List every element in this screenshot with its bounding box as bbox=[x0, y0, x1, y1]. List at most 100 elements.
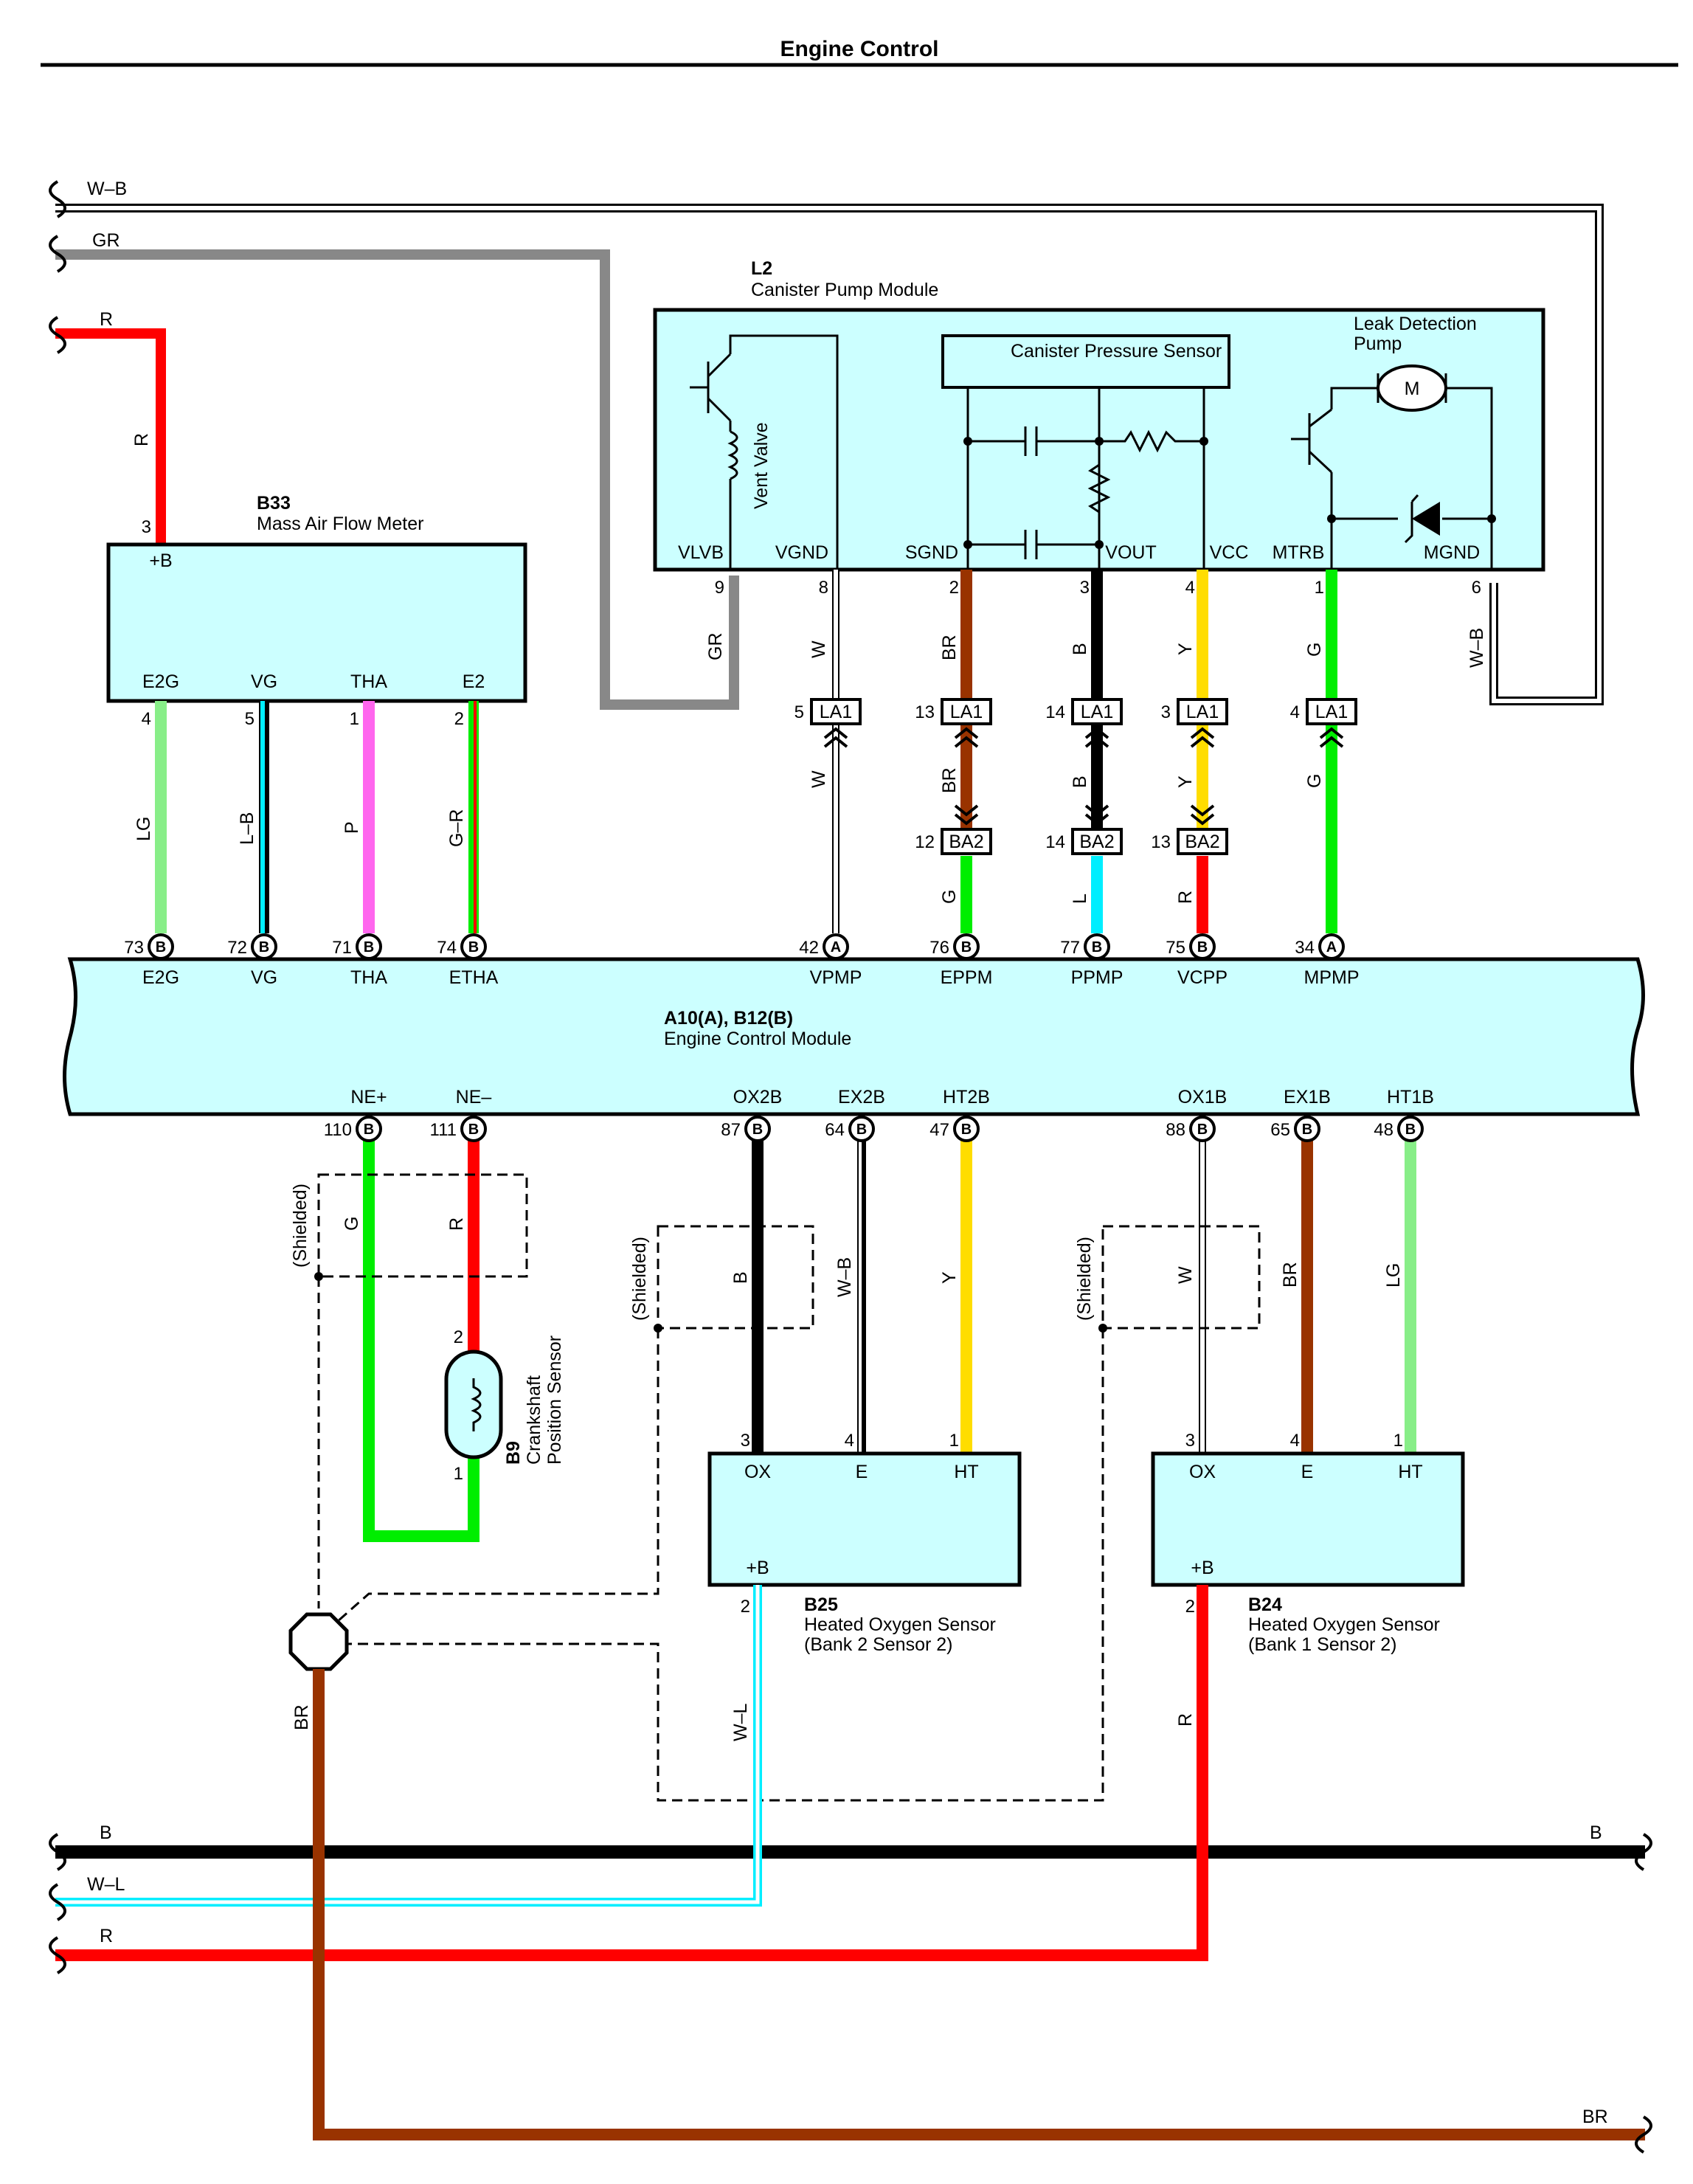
b24-pin-3: 3 bbox=[1185, 1431, 1195, 1451]
wire-label-wb-top: W–B bbox=[87, 179, 127, 199]
svg-text:110: 110 bbox=[324, 1120, 352, 1140]
svg-text:48: 48 bbox=[1374, 1120, 1393, 1140]
svg-text:34: 34 bbox=[1295, 938, 1315, 958]
svg-text:OX2B: OX2B bbox=[733, 1087, 783, 1107]
b24-pin-4: 4 bbox=[1290, 1431, 1300, 1451]
b33-pin-4: 4 bbox=[142, 709, 151, 729]
shield-junction-dots bbox=[314, 1272, 1107, 1333]
b33-pin-5: 5 bbox=[245, 709, 255, 729]
shield-boxes bbox=[317, 1173, 1261, 1802]
bus-break-symbols-bottom bbox=[49, 1833, 1652, 2154]
wire-label-w-ox1b: W bbox=[1175, 1266, 1196, 1284]
l2-term-mgnd: MGND bbox=[1424, 542, 1480, 563]
la1-box-3 bbox=[1071, 698, 1123, 725]
b9-pin-2: 2 bbox=[454, 1327, 463, 1347]
b25-pin-2: 2 bbox=[741, 1597, 750, 1617]
wire-label-b-2: B bbox=[1070, 775, 1090, 788]
svg-text:42: 42 bbox=[799, 938, 819, 958]
wire-label-r-top: R bbox=[100, 309, 113, 330]
b33-term-e2g: E2G bbox=[142, 671, 179, 692]
wire-lb-vg bbox=[259, 701, 269, 933]
svg-text:76: 76 bbox=[929, 938, 949, 958]
b25-id: B25 bbox=[804, 1594, 838, 1615]
svg-text:THA: THA bbox=[350, 967, 387, 988]
ba2-pin-12: 12 bbox=[915, 832, 935, 852]
b33-box bbox=[106, 542, 527, 703]
ecm-pin-72: B 72 VG bbox=[227, 933, 277, 988]
l2-pin-6: 6 bbox=[1472, 578, 1481, 598]
l2-term-vout: VOUT bbox=[1105, 542, 1156, 563]
wire-label-w-2: W bbox=[809, 770, 829, 788]
b24-name: Heated Oxygen Sensor bbox=[1248, 1614, 1440, 1635]
ecm-name: Engine Control Module bbox=[664, 1029, 851, 1049]
ba2-label-3: BA2 bbox=[1185, 832, 1219, 852]
svg-text:64: 64 bbox=[825, 1120, 845, 1140]
b24-term-ht: HT bbox=[1398, 1462, 1422, 1482]
motor-symbol bbox=[1377, 364, 1447, 412]
la1-pin-5: 5 bbox=[794, 702, 804, 722]
wire-label-lb-maf: L–B bbox=[237, 812, 257, 845]
ba2-box-3 bbox=[1177, 828, 1228, 855]
ecm-pin-34: A 34 MPMP bbox=[1295, 933, 1360, 988]
shielded-label-1: (Shielded) bbox=[290, 1183, 311, 1268]
svg-text:65: 65 bbox=[1270, 1120, 1290, 1140]
b33-term-plusb: +B bbox=[149, 550, 172, 571]
b25-pin-1: 1 bbox=[949, 1431, 959, 1451]
wire-label-p-maf: P bbox=[342, 821, 362, 834]
svg-text:HT2B: HT2B bbox=[943, 1087, 990, 1107]
ecm-pin-48: B 48 HT1B bbox=[1374, 1087, 1434, 1142]
b24-pin-2: 2 bbox=[1185, 1597, 1195, 1617]
wire-label-br-bus: BR bbox=[1582, 2107, 1608, 2127]
la1-label-5: LA1 bbox=[1315, 702, 1348, 722]
svg-text:EPPM: EPPM bbox=[941, 967, 993, 988]
page-title: Engine Control bbox=[780, 37, 939, 61]
la1-label-3: LA1 bbox=[1081, 702, 1113, 722]
l2-term-vcc: VCC bbox=[1210, 542, 1249, 563]
b9-sensor-body bbox=[444, 1350, 503, 1459]
wire-wb-ex2b bbox=[857, 1140, 866, 1454]
b24-term-e: E bbox=[1301, 1462, 1314, 1482]
ecm-pin-71: B 71 THA bbox=[332, 933, 387, 988]
l2-pin-3: 3 bbox=[1080, 578, 1090, 598]
wire-label-b-ox2b: B bbox=[730, 1271, 751, 1284]
l2-pin-1: 1 bbox=[1315, 578, 1324, 598]
wire-label-br-2: BR bbox=[939, 767, 960, 793]
svg-text:MPMP: MPMP bbox=[1304, 967, 1360, 988]
wire-label-r-3: R bbox=[1175, 891, 1196, 904]
la1-label-4: LA1 bbox=[1186, 702, 1219, 722]
b33-term-tha: THA bbox=[350, 671, 387, 692]
svg-text:EX1B: EX1B bbox=[1284, 1087, 1331, 1107]
la1-box-4 bbox=[1177, 698, 1228, 725]
svg-text:HT1B: HT1B bbox=[1387, 1087, 1434, 1107]
wire-gr bbox=[55, 249, 739, 710]
svg-text:B: B bbox=[156, 939, 166, 956]
wire-label-br-1: BR bbox=[939, 635, 960, 660]
svg-text:B: B bbox=[1092, 939, 1102, 956]
svg-text:71: 71 bbox=[332, 938, 352, 958]
leak-detection-pump-label-2: Pump bbox=[1354, 334, 1402, 354]
wire-br-ground bbox=[313, 1669, 1645, 2140]
wire-label-gr-maf: G–R bbox=[446, 809, 467, 847]
wire-label-b-bus-right: B bbox=[1590, 1822, 1602, 1843]
b25-detail: (Bank 2 Sensor 2) bbox=[804, 1634, 953, 1655]
wire-label-g-2: G bbox=[1304, 774, 1325, 788]
wire-label-wb-1: W–B bbox=[1467, 628, 1487, 668]
wire-label-r-b24: R bbox=[1175, 1713, 1196, 1727]
svg-text:B: B bbox=[1197, 1122, 1208, 1138]
wire-label-wl-bus: W–L bbox=[87, 1874, 125, 1895]
b33-pin-2: 2 bbox=[454, 709, 464, 729]
canister-pressure-sensor-label: Canister Pressure Sensor bbox=[1011, 341, 1222, 362]
b33-pin-3: 3 bbox=[142, 517, 151, 537]
svg-text:B: B bbox=[364, 939, 374, 956]
svg-text:88: 88 bbox=[1166, 1120, 1185, 1140]
shielded-label-3: (Shielded) bbox=[1074, 1237, 1095, 1321]
l2-pin-2: 2 bbox=[949, 578, 959, 598]
svg-text:E2G: E2G bbox=[142, 967, 179, 988]
l2-term-vlvb: VLVB bbox=[678, 542, 724, 563]
ecm-pin-64: B 64 EX2B bbox=[825, 1087, 885, 1142]
ecm-box bbox=[63, 957, 1645, 1116]
ecm-pin-110: B 110 NE+ bbox=[324, 1087, 387, 1142]
ba2-label-1: BA2 bbox=[949, 832, 983, 852]
svg-text:75: 75 bbox=[1166, 938, 1185, 958]
